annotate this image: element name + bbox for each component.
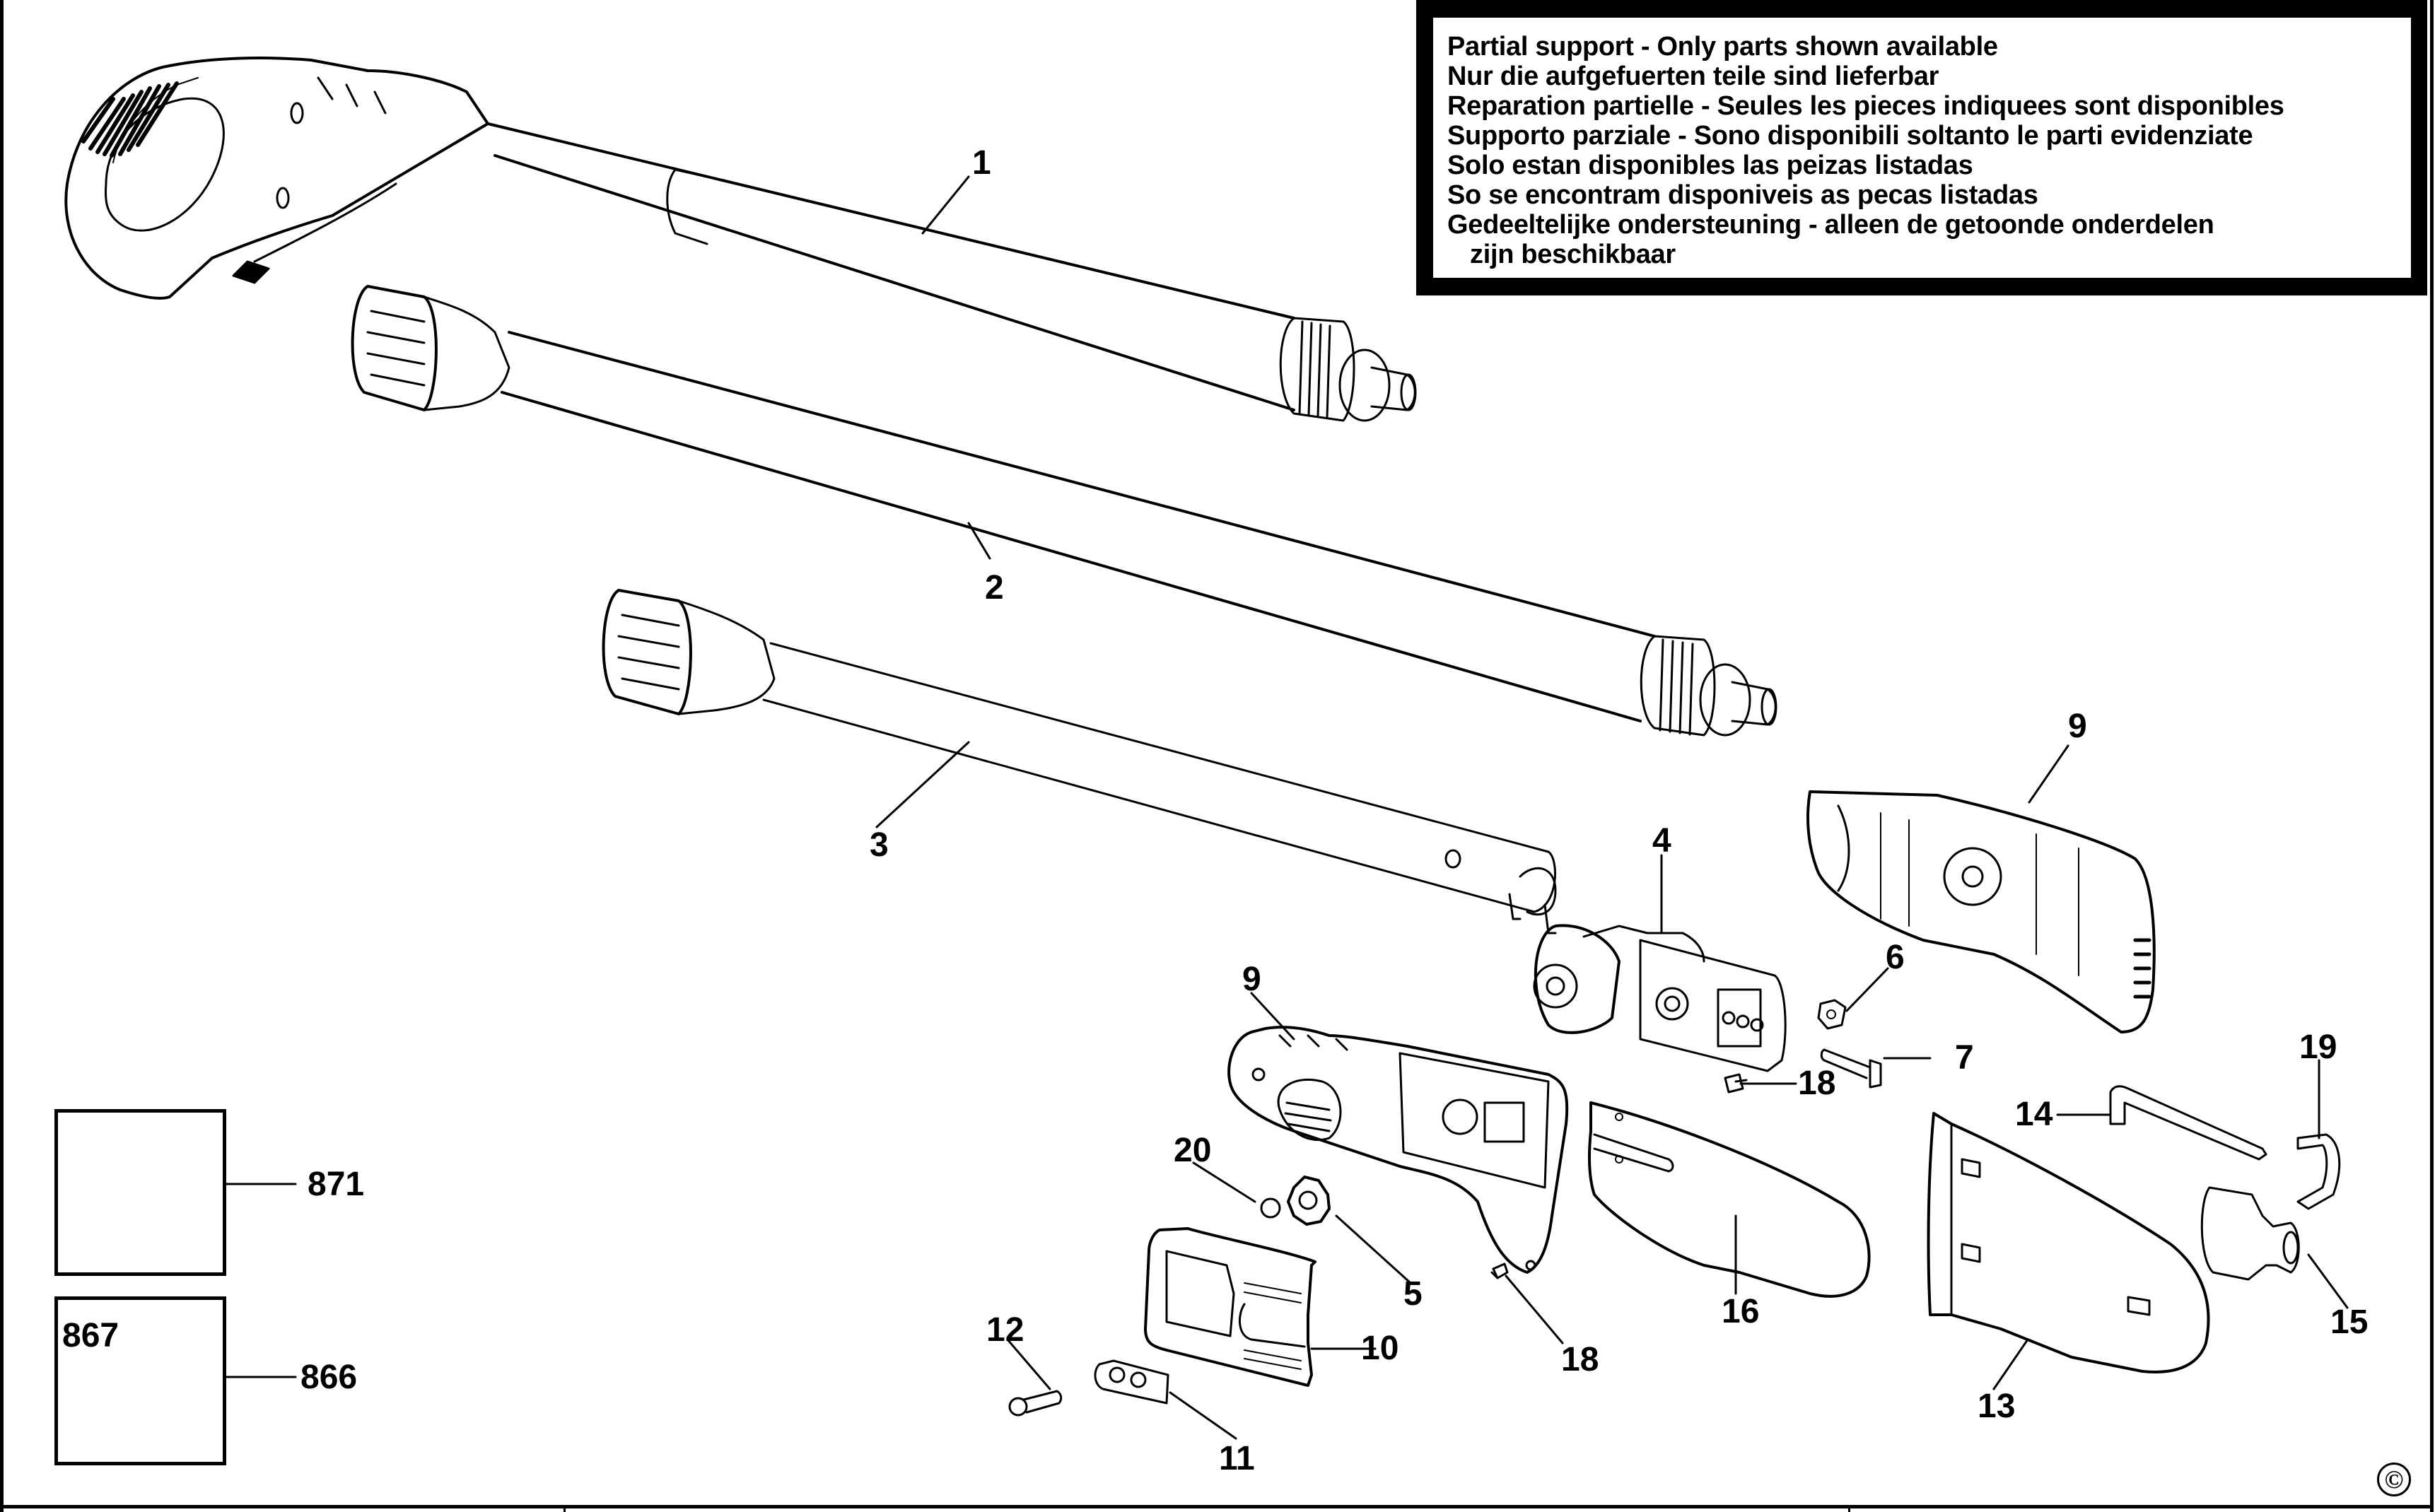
part-20-washer[interactable] [1260, 1197, 1281, 1219]
copyright-icon: © [2377, 1463, 2411, 1496]
leader-lines [112, 175, 2349, 1440]
footer-tick [564, 1505, 566, 1512]
frame-right-border [2430, 0, 2434, 1512]
notice-line-de: Nur die aufgefuerten teile sind lieferba… [1447, 61, 1939, 91]
part-label-14[interactable]: 14 [2015, 1096, 2053, 1133]
part-label-3[interactable]: 3 [870, 826, 889, 864]
footer-tick [1848, 1505, 1850, 1512]
battery-box[interactable] [54, 1296, 226, 1465]
part-label-19[interactable]: 19 [2299, 1028, 2337, 1066]
charger-box[interactable] [54, 1109, 226, 1276]
part-label-15[interactable]: 15 [2330, 1303, 2369, 1341]
part-label-12[interactable]: 12 [986, 1311, 1024, 1349]
frame-left-border [0, 0, 4, 1512]
part-14-hex-key[interactable] [2109, 1085, 2267, 1161]
frame-bottom-border [0, 1505, 2434, 1508]
availability-notice-box: Partial support - Only parts shown avail… [1416, 0, 2427, 295]
part-11-cover-plate[interactable] [1094, 1359, 1169, 1405]
notice-line-pt: So se encontram disponiveis as pecas lis… [1447, 180, 2038, 210]
part-label-5[interactable]: 5 [1403, 1275, 1423, 1313]
part-label-13[interactable]: 13 [1978, 1388, 2016, 1425]
part-16-guide-bar[interactable] [1588, 1101, 1871, 1298]
part-2-extension-pole[interactable] [351, 285, 1777, 737]
part-label-6[interactable]: 6 [1886, 939, 1905, 976]
part-6-nut[interactable] [1817, 999, 1847, 1030]
part-5-sprocket[interactable] [1287, 1176, 1331, 1226]
part-1-handle-pole[interactable] [64, 57, 1417, 422]
notice-line-fr: Reparation partielle - Seules les pieces… [1447, 91, 2284, 121]
part-label-1[interactable]: 1 [972, 144, 991, 182]
part-10-chain-cover[interactable] [1144, 1227, 1316, 1387]
part-7-bolt[interactable] [1820, 1048, 1882, 1089]
part-13-bar-scabbard[interactable] [1927, 1112, 2210, 1373]
part-label-867[interactable]: 867 [62, 1317, 119, 1354]
part-label-10[interactable]: 10 [1361, 1330, 1399, 1367]
part-label-11[interactable]: 11 [1219, 1440, 1255, 1477]
part-9-housing-right[interactable] [1806, 790, 2156, 1033]
notice-content: Partial support - Only parts shown avail… [1433, 18, 2411, 278]
notice-line-nl: Gedeeltelijke ondersteuning - alleen de … [1447, 210, 2214, 240]
part-label-7[interactable]: 7 [1955, 1039, 1974, 1077]
part-9-housing-left[interactable] [1227, 1026, 1569, 1274]
part-label-9-right[interactable]: 9 [2068, 708, 2087, 745]
part-label-18-lower[interactable]: 18 [1561, 1341, 1599, 1378]
part-label-2[interactable]: 2 [985, 569, 1004, 606]
part-3-lower-pole[interactable] [602, 589, 1557, 934]
part-label-20[interactable]: 20 [1174, 1132, 1212, 1169]
part-15-oil-bottle[interactable] [2200, 1186, 2300, 1281]
part-4-motor-gearbox[interactable] [1533, 924, 1787, 1072]
notice-line-es: Solo estan disponibles las peizas listad… [1447, 151, 1973, 180]
part-18-screw-upper[interactable] [1724, 1073, 1748, 1094]
part-19-clip[interactable] [2296, 1133, 2341, 1210]
notice-line-nl-cont: zijn beschikbaar [1470, 240, 1676, 269]
part-label-866[interactable]: 866 [300, 1359, 358, 1396]
part-label-4[interactable]: 4 [1652, 822, 1671, 860]
part-label-16[interactable]: 16 [1722, 1293, 1760, 1330]
part-18-screw-lower[interactable] [1490, 1262, 1509, 1279]
part-label-871[interactable]: 871 [308, 1166, 365, 1203]
part-label-9-left[interactable]: 9 [1242, 961, 1261, 998]
notice-line-it: Supporto parziale - Sono disponibili sol… [1447, 121, 2253, 151]
part-12-cover-screw[interactable] [1008, 1390, 1063, 1417]
part-label-18-upper[interactable]: 18 [1798, 1065, 1836, 1102]
notice-line-en: Partial support - Only parts shown avail… [1447, 32, 1998, 61]
